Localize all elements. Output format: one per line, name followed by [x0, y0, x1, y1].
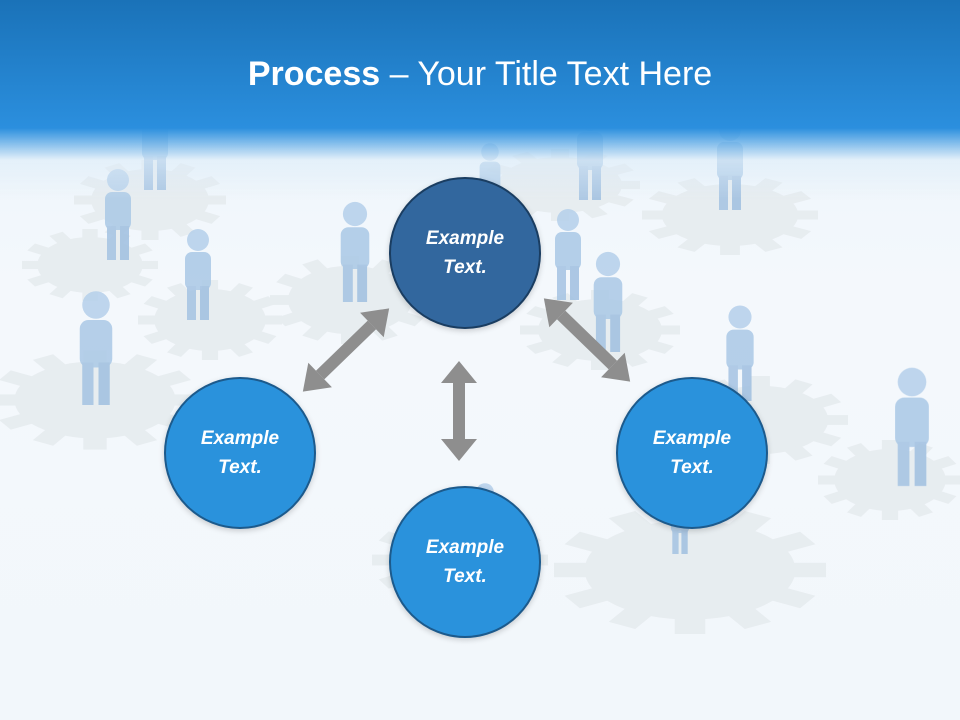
process-node-right[interactable]: Example Text. [616, 377, 768, 529]
slide-title[interactable]: Process – Your Title Text Here [0, 52, 960, 96]
node-left-text: Example Text. [200, 428, 280, 478]
process-node-bottom[interactable]: Example Text. [389, 486, 541, 638]
arrow-vertical [441, 361, 477, 461]
title-bold: Process [247, 55, 381, 93]
header-band [0, 0, 960, 200]
node-bottom-text: Example Text. [425, 537, 505, 587]
node-top-text: Example Text. [425, 228, 505, 278]
title-rest: – Your Title Text Here [380, 55, 713, 93]
node-right-text: Example Text. [652, 428, 732, 478]
process-node-top[interactable]: Example Text. [389, 177, 541, 329]
process-node-left[interactable]: Example Text. [164, 377, 316, 529]
arrow-top-left [302, 308, 390, 392]
arrow-top-right [543, 298, 631, 382]
